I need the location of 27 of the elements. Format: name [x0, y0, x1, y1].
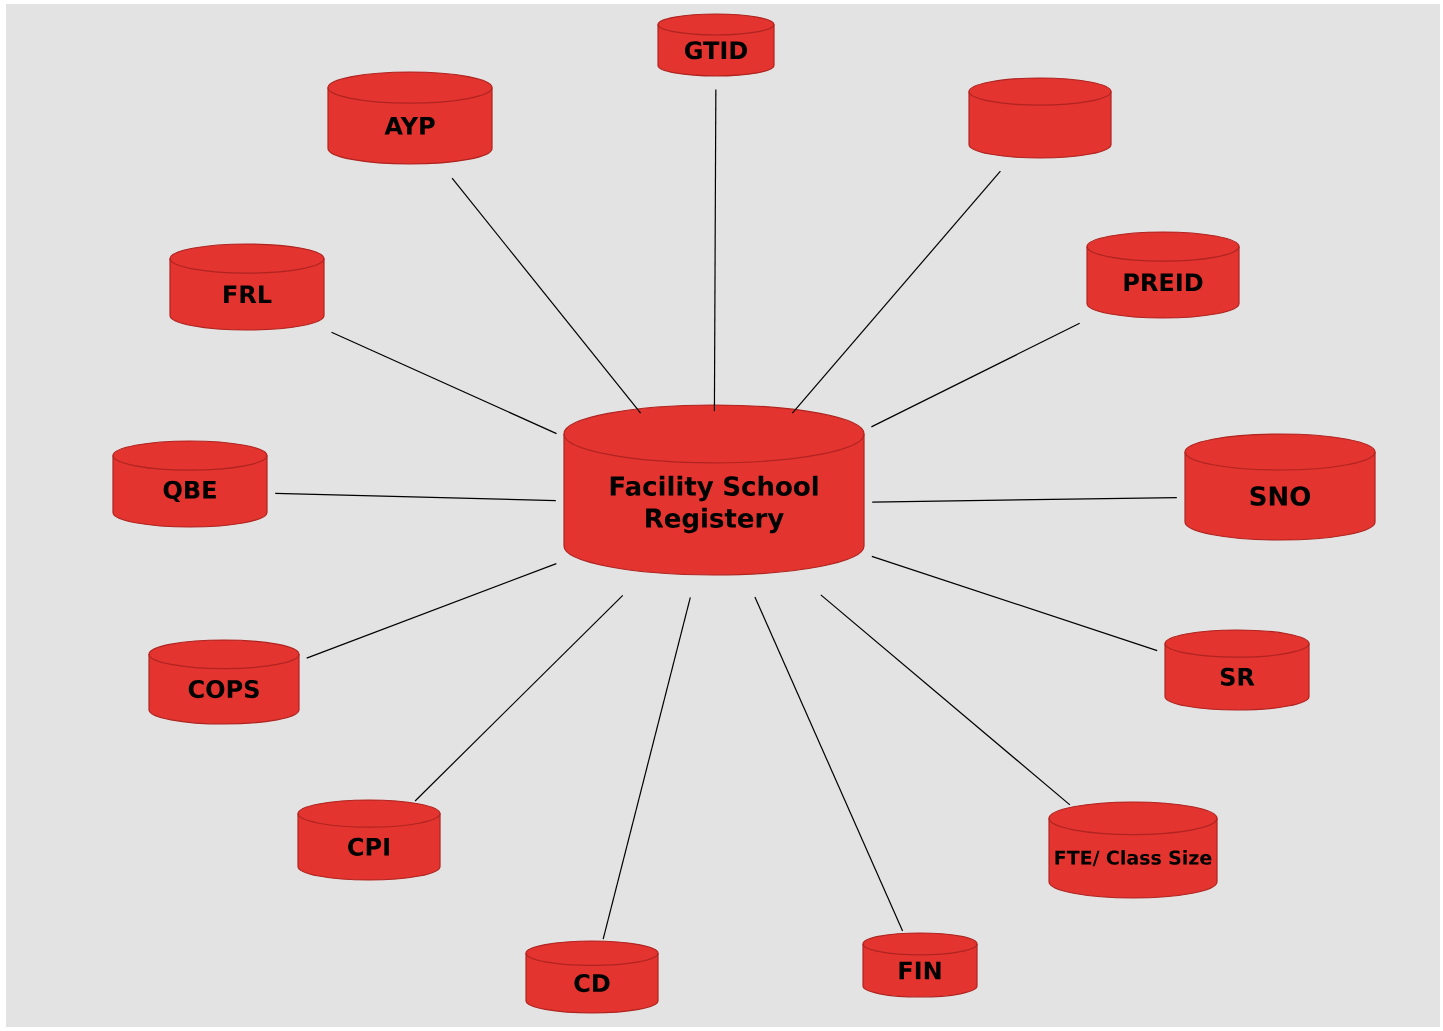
cylinder: [968, 77, 1112, 159]
cylinder: GTID: [657, 13, 775, 77]
connector-line: [871, 555, 1158, 652]
connector-line: [870, 322, 1081, 428]
cylinder: QBE: [112, 440, 268, 528]
cylinder: COPS: [148, 639, 300, 725]
connector-line: [871, 496, 1178, 503]
cylinder: FIN: [862, 932, 978, 998]
cylinder: Facility School Registery: [563, 404, 865, 576]
cylinder: CPI: [297, 799, 441, 881]
cylinder: SR: [1164, 629, 1310, 711]
connector-line: [414, 594, 624, 802]
cylinder: CD: [525, 940, 659, 1014]
connector-line: [791, 170, 1001, 414]
connector-line: [451, 177, 642, 414]
cylinder: SNO: [1184, 433, 1376, 541]
connector-line: [330, 331, 558, 435]
cylinder: FTE/ Class Size: [1048, 801, 1218, 899]
cylinder: PREID: [1086, 231, 1240, 319]
connector-line: [754, 596, 904, 932]
connector-line: [602, 596, 691, 940]
connector-line: [274, 492, 557, 502]
cylinder: FRL: [169, 243, 325, 331]
connector-line: [306, 563, 557, 659]
connector-line: [820, 594, 1071, 806]
connector-line: [713, 88, 717, 412]
cylinder: AYP: [327, 71, 493, 165]
